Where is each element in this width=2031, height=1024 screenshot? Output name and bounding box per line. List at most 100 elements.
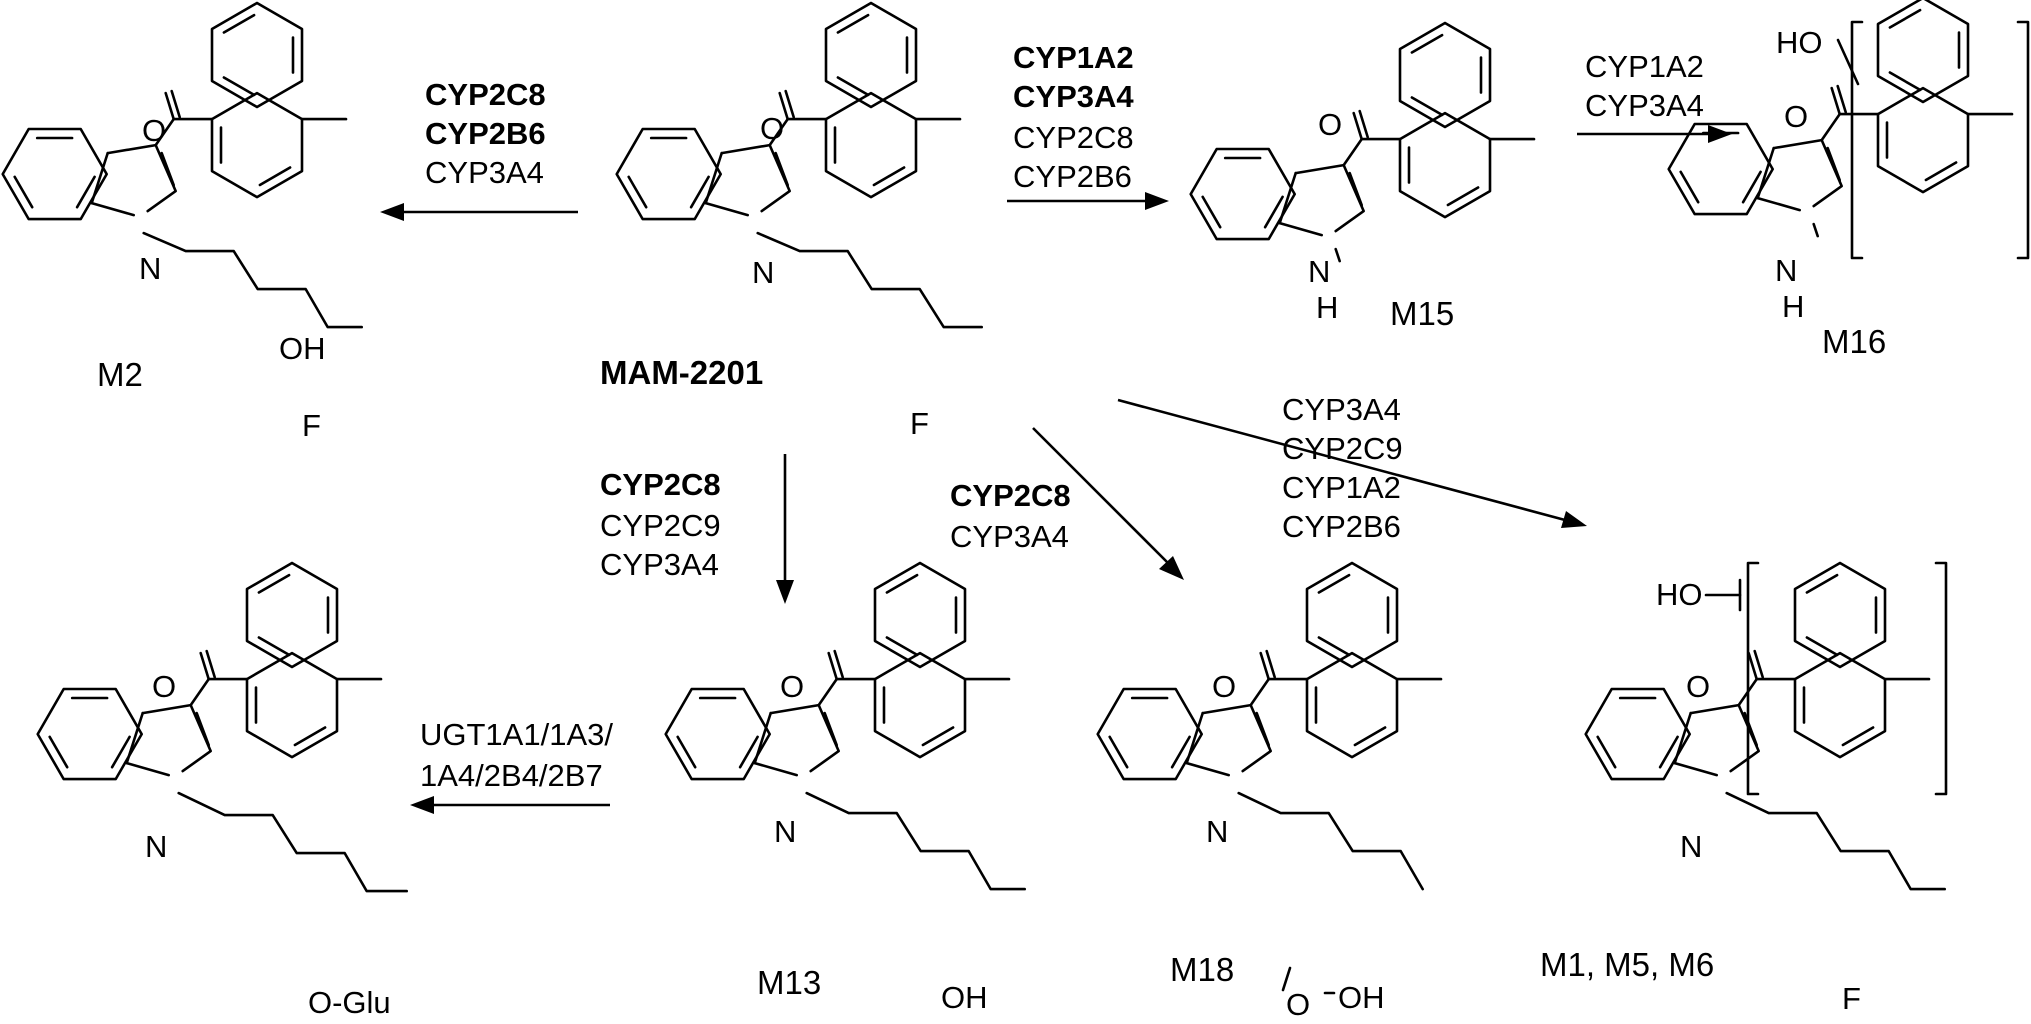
enzyme-label: CYP3A4 xyxy=(600,547,719,582)
pyrrole-ring xyxy=(1673,761,1718,777)
enzyme-label: CYP2B6 xyxy=(1282,509,1401,544)
compound-names: MAM-2201 M2 M15 M16 M13 M18 M1, M5, M6 xyxy=(97,295,1886,1001)
compound-name-parent: MAM-2201 xyxy=(600,354,763,391)
enzyme-label: CYP2C9 xyxy=(600,508,721,543)
indole-benzene-ring-double-bond xyxy=(1170,735,1191,769)
naphthalene-ring-double-bond xyxy=(921,726,955,747)
atom-hydroxyl: OH xyxy=(279,331,326,366)
indole-benzene-ring-double-bond xyxy=(1263,195,1284,229)
naphthalene-ring xyxy=(1793,651,1887,759)
pyrrole-ring xyxy=(1201,703,1252,715)
arrow-to-m2-head xyxy=(380,203,404,221)
compound-name-m16: M16 xyxy=(1822,323,1886,360)
naphthalene-ring-double-bond xyxy=(1317,636,1351,657)
indole-benzene-ring xyxy=(1189,147,1296,241)
carbonyl-c-o xyxy=(778,91,789,121)
naphthalene-ring-double-bond xyxy=(1317,573,1351,594)
indole-benzene-ring xyxy=(615,127,722,221)
naphthalene-ring xyxy=(210,91,304,199)
indole-benzene-ring-double-bond xyxy=(75,175,96,209)
indole-benzene-ring xyxy=(1096,687,1203,781)
atom-nitrogen: N xyxy=(1680,829,1702,864)
indole-c3-bond xyxy=(817,677,838,707)
naphthalene-ring-double-bond xyxy=(1841,726,1875,747)
naphthalene-ring xyxy=(1876,0,1970,104)
naphthalene-ring xyxy=(824,1,918,109)
carbonyl-c-o-double xyxy=(1753,649,1764,679)
indole-benzene-ring-double-bond xyxy=(689,175,710,209)
naphthalene-ring-double-bond xyxy=(257,636,291,657)
pyrrole-ring xyxy=(90,201,135,217)
arrow-to-m13-head xyxy=(776,580,794,604)
pyrrole-ring xyxy=(1729,703,1760,773)
naphthalene-ring xyxy=(1876,86,1970,194)
carbonyl-c-o xyxy=(199,651,210,681)
fluoropentyl-chain xyxy=(756,231,983,329)
enzyme-label: CYP1A2 xyxy=(1585,49,1704,84)
reaction-arrows xyxy=(380,125,1732,814)
pyrrole-ring xyxy=(125,761,170,777)
enzyme-label: CYP2B6 xyxy=(1013,159,1132,194)
indole-c3-bond xyxy=(768,117,789,147)
indole-benzene-ring-double-bond xyxy=(1201,195,1222,229)
indole-c3-bond xyxy=(154,117,175,147)
atom-oxygen: O xyxy=(1318,107,1342,142)
pyrrole-double-bond xyxy=(1255,711,1270,747)
fluoropentyl-chain xyxy=(1725,791,1946,891)
hydroxypentyl-chain xyxy=(805,791,1026,891)
glucuronyl-pentyl-chain xyxy=(177,791,408,893)
enzyme-label: CYP3A4 xyxy=(950,519,1069,554)
atom-nitrogen: N xyxy=(139,251,161,286)
bracket-left-m16 xyxy=(1850,20,1864,260)
carbonyl-c-o-double xyxy=(1265,649,1276,679)
pyrrole-ring xyxy=(1772,138,1823,150)
atom-oxygen: O xyxy=(1686,669,1710,704)
hydroxyl-bond xyxy=(1836,38,1860,86)
pyrrole-double-bond xyxy=(160,151,175,187)
pyrrole-ring xyxy=(753,761,798,777)
indole-benzene-ring-double-bond xyxy=(1596,735,1617,769)
indole-benzene-ring-double-bond xyxy=(110,735,131,769)
naphthalene-ring xyxy=(1793,561,1887,669)
arrow-to-m156 xyxy=(1117,398,1566,522)
pyrrole-double-bond xyxy=(823,711,838,747)
enzyme-label: CYP1A2 xyxy=(1013,40,1134,75)
pyrrole-double-bond xyxy=(1743,711,1758,747)
carbonyl-c-o xyxy=(1352,111,1363,141)
pyrrole-ring xyxy=(760,143,791,213)
arrow-to-m18 xyxy=(1032,427,1169,564)
enzyme-label: CYP3A4 xyxy=(1585,88,1704,123)
pyrrole-ring xyxy=(146,143,177,213)
enzyme-label: CYP3A4 xyxy=(425,155,544,190)
compound-name-m156: M1, M5, M6 xyxy=(1540,946,1714,983)
enzyme-label: CYP3A4 xyxy=(1282,392,1401,427)
naphthalene-ring-double-bond xyxy=(1924,161,1958,182)
naphthalene-ring-double-bond xyxy=(1888,8,1922,29)
atom-oxygen: O xyxy=(780,669,804,704)
atom-oxygen: O xyxy=(1784,99,1808,134)
pyrrole-ring xyxy=(1334,163,1365,233)
pyrrole-ring xyxy=(769,703,820,715)
carbonyl-c-o xyxy=(1830,86,1841,116)
hydroxylation-brackets xyxy=(1746,20,2030,796)
arrow-to-glucuronide-head xyxy=(410,796,434,814)
arrow-to-m18-head xyxy=(1159,556,1184,580)
atom-fluorine: F xyxy=(1842,981,1861,1016)
naphthalene-ring-double-bond xyxy=(293,726,327,747)
carbonyl-c-o xyxy=(1747,651,1758,681)
indole-c3-bond xyxy=(1342,137,1363,167)
naphthalene-ring xyxy=(245,561,339,669)
atom-nitrogen: N xyxy=(1308,254,1330,289)
naphthalene-ring-double-bond xyxy=(1353,726,1387,747)
arrow-to-m15-head xyxy=(1145,192,1169,210)
compound-name-m13: M13 xyxy=(757,964,821,1001)
indole-benzene-ring-double-bond xyxy=(1741,170,1762,204)
pyrrole-ring xyxy=(720,143,771,155)
naphthalene-ring xyxy=(1398,111,1492,219)
naphthalene-ring-double-bond xyxy=(1805,573,1839,594)
carbonyl-c-o xyxy=(827,651,838,681)
pyrrole-ring xyxy=(141,703,192,715)
naphthalene-ring-double-bond xyxy=(1446,186,1480,207)
naphthalene-ring xyxy=(210,1,304,109)
